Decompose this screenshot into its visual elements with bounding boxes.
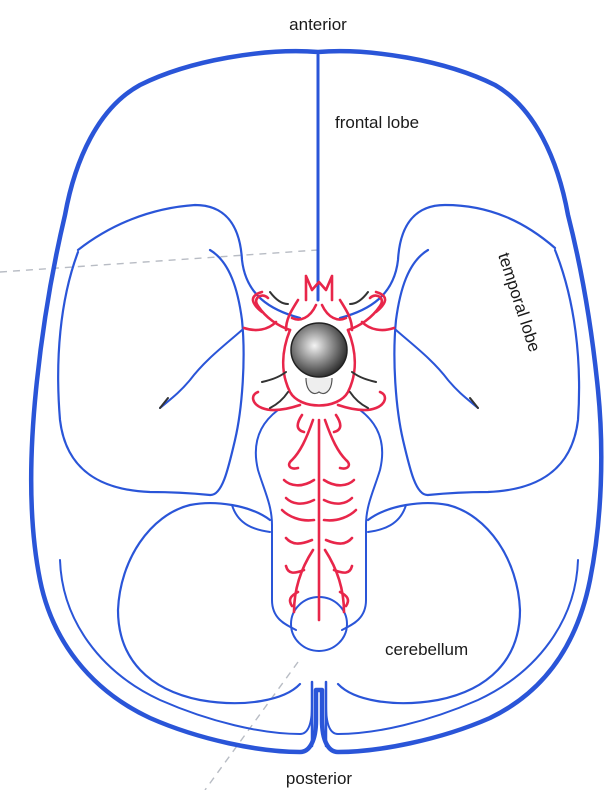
temporal-sulcus-left <box>160 330 242 408</box>
temporal-sulcus-right <box>396 330 478 408</box>
pituitary-gland <box>291 323 347 377</box>
middle-cerebral-artery-right <box>348 292 394 330</box>
anterior-label: anterior <box>289 15 347 34</box>
mammillary-bodies <box>306 378 332 393</box>
temporal-lobe-right <box>394 250 579 495</box>
middle-cerebral-artery-left <box>244 292 290 330</box>
temporal-lobe-label: temporal lobe <box>494 250 544 354</box>
cerebellum-label: cerebellum <box>385 640 468 659</box>
posterior-label: posterior <box>286 769 352 788</box>
frontal-lobe-label: frontal lobe <box>335 113 419 132</box>
dashed-guide-line-left <box>0 250 318 272</box>
dashed-guide-line-bottom <box>205 662 298 790</box>
brain-outline <box>31 51 601 752</box>
frontal-lobe-boundary-left <box>78 205 300 318</box>
temporal-lobe-left <box>58 250 243 495</box>
